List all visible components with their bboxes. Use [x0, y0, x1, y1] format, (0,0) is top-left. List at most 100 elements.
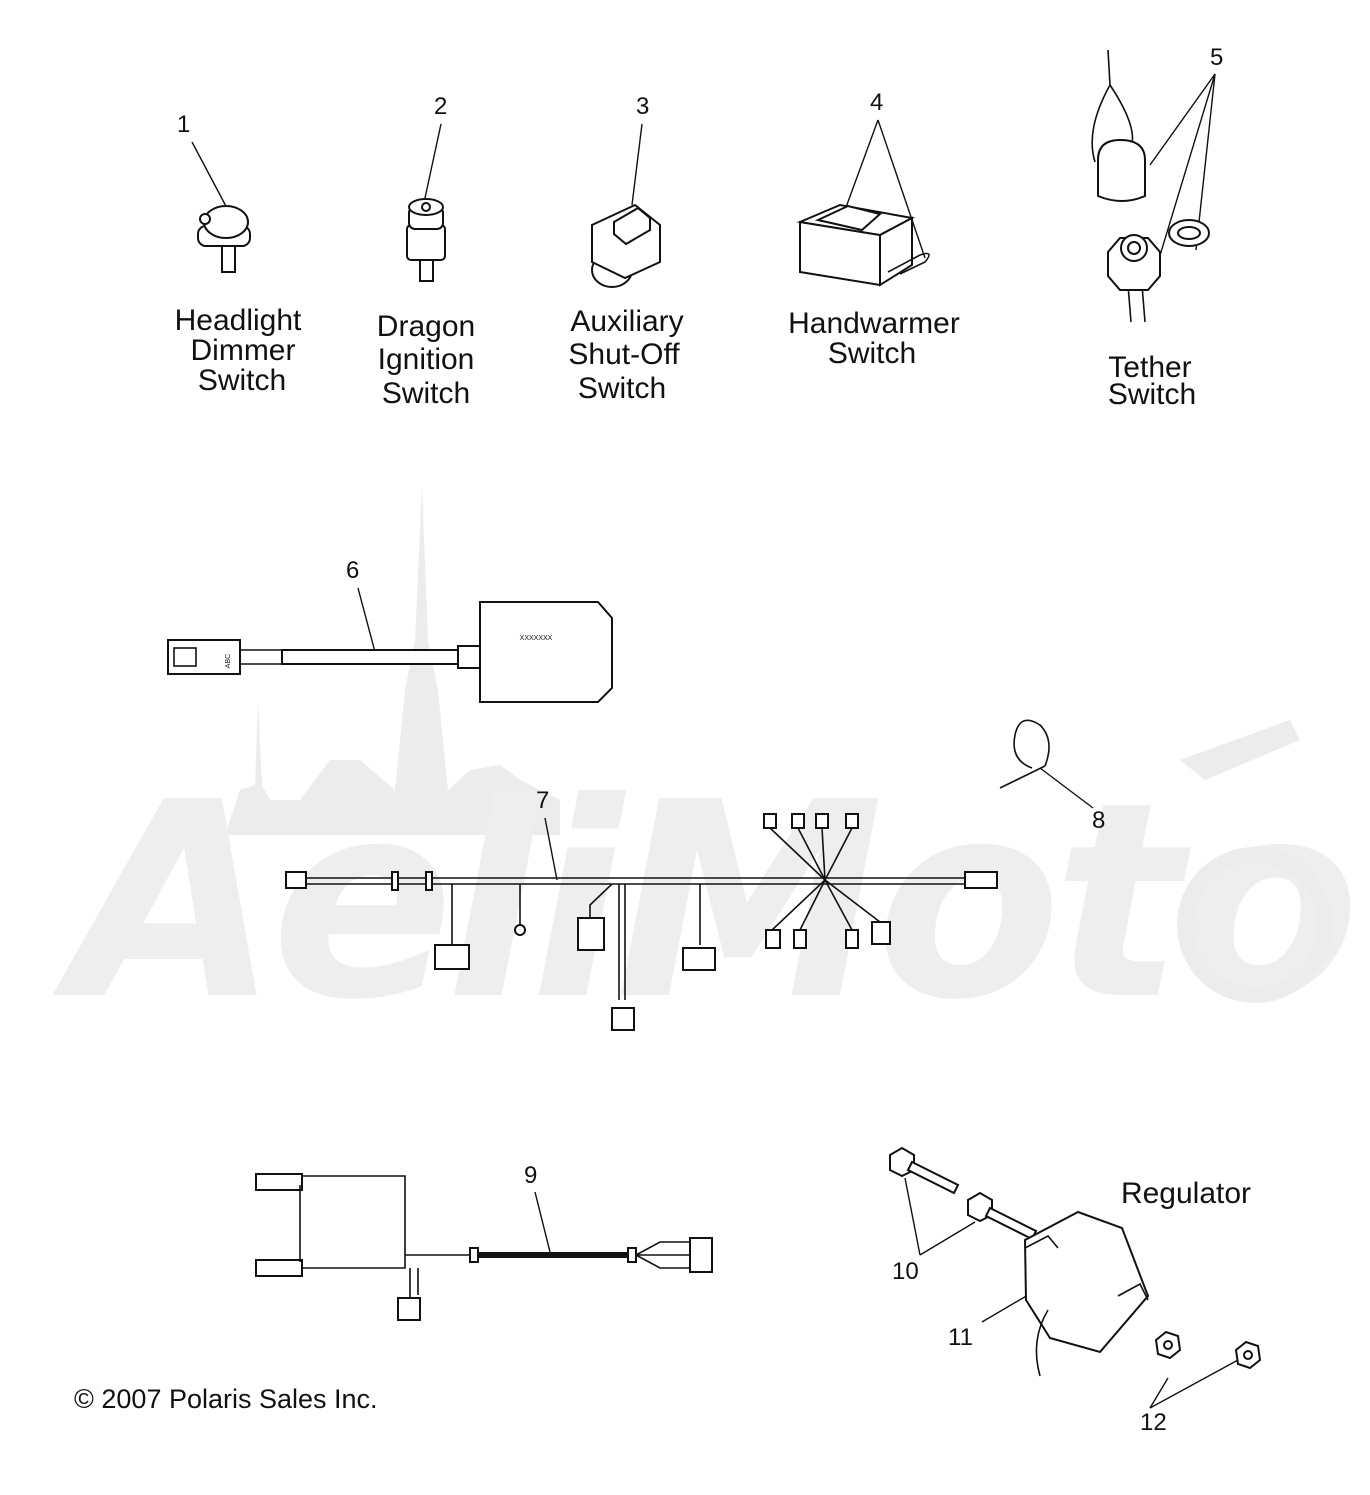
label-1-line-1: Headlight	[175, 304, 302, 337]
part-handwarmer-switch: 4 Handwarmer Switch	[788, 89, 960, 370]
leader-6	[357, 587, 376, 653]
bolt-10a	[889, 1146, 960, 1195]
rocker-side	[879, 216, 913, 287]
label-3-line-1: Auxiliary	[570, 305, 683, 338]
handwarmer-clip	[887, 252, 930, 275]
harness-7-branch-3	[589, 883, 613, 918]
part-harness-9: 9	[255, 1162, 713, 1321]
fan-wire-b4	[824, 879, 881, 923]
regulator-tab-top	[1024, 1234, 1059, 1249]
regulator-body	[1023, 1210, 1150, 1354]
label-regulator: Regulator	[1121, 1177, 1251, 1210]
rocker-paddle	[814, 204, 883, 232]
label-3-line-2: Shut-Off	[568, 338, 680, 371]
leader-10a	[904, 1177, 921, 1256]
fan-connector-t4	[845, 813, 859, 829]
leader-12b	[1149, 1359, 1239, 1409]
leader-3	[631, 123, 643, 206]
fan-connector-b2	[793, 929, 807, 949]
harness-9-loop	[302, 1175, 406, 1269]
fan-wire-t3	[821, 827, 826, 881]
tether-wire-1	[1127, 284, 1132, 323]
harness-6-plug-inner	[173, 647, 197, 667]
label-2-line-1: Dragon	[377, 310, 475, 343]
harness-7-left-plug	[285, 871, 307, 889]
leader-9	[534, 1191, 551, 1253]
label-4-line-1: Handwarmer	[788, 307, 960, 340]
fan-connector-t2	[791, 813, 805, 829]
regulator-wire	[1035, 1309, 1049, 1377]
leader-8	[1039, 767, 1094, 809]
bolt-10b-shank	[984, 1206, 1038, 1241]
fan-wire-b3	[824, 879, 853, 931]
harness-7-fan-bottom	[765, 879, 891, 949]
watermark-skyline	[225, 485, 560, 835]
harness-9-grommet-right	[627, 1247, 637, 1263]
part-headlight-dimmer-switch: 1 Headlight Dimmer Switch	[175, 111, 302, 397]
nut-12b-hole	[1243, 1350, 1253, 1360]
label-3-line-3: Switch	[578, 372, 666, 405]
callout-4: 4	[870, 89, 883, 116]
callout-11: 11	[948, 1324, 973, 1351]
harness-9-end-plug	[689, 1237, 713, 1273]
fan-wire-t4	[824, 827, 853, 881]
leader-4b	[877, 119, 926, 259]
harness-7-right-plug	[964, 871, 998, 889]
dimmer-pin	[199, 213, 211, 225]
label-1-line-2: Dimmer	[191, 334, 296, 367]
tether-wire-2	[1141, 284, 1146, 323]
callout-5: 5	[1210, 44, 1223, 71]
callout-3: 3	[636, 93, 649, 120]
harness-6-connector-text: ABC	[225, 654, 232, 668]
harness-9-fanout	[635, 1241, 690, 1269]
fan-connector-t3	[815, 813, 829, 829]
leader-4a	[844, 119, 879, 211]
watermark-text: AeliMoto	[49, 744, 1352, 1059]
tether-nut-core	[1127, 241, 1141, 255]
copyright: © 2007 Polaris Sales Inc.	[74, 1384, 378, 1414]
part-dragon-ignition-switch: 2 Dragon Ignition Switch	[377, 93, 475, 410]
callout-2: 2	[434, 93, 447, 120]
fan-wire-t2	[797, 827, 826, 881]
callout-10: 10	[892, 1258, 919, 1285]
watermark: AeliMoto	[49, 485, 1360, 1059]
leader-12a	[1149, 1377, 1169, 1409]
leader-2	[424, 123, 442, 199]
tether-cap	[1097, 138, 1146, 202]
leader-7	[544, 817, 558, 881]
harness-9-plug-bottom	[255, 1259, 303, 1277]
module-box	[479, 601, 613, 703]
part-main-harness: 7	[285, 787, 998, 1031]
ignition-body	[406, 224, 446, 261]
part-cable-tie: 8	[999, 719, 1105, 834]
dimmer-cap	[203, 205, 249, 239]
callout-8: 8	[1092, 807, 1105, 834]
part-module-harness: 6 ABC XXXXXXX	[167, 557, 613, 703]
ignition-keyhole	[421, 202, 431, 212]
tether-washer-hole	[1177, 226, 1201, 240]
harness-9-plug-top	[255, 1173, 303, 1191]
harness-7-fan-top	[763, 813, 859, 881]
leader-5b	[1195, 73, 1216, 251]
leader-5a	[1149, 73, 1216, 166]
leader-1	[191, 141, 229, 211]
aux-lever	[613, 206, 651, 246]
harness-7-clip-2	[425, 871, 433, 891]
label-5-line-2: Switch	[1108, 378, 1196, 411]
part-tether-switch: 5 Tether Switch	[1091, 44, 1223, 411]
watermark-handlebar	[1180, 720, 1300, 780]
callout-9: 9	[524, 1162, 537, 1189]
harness-6-plug	[167, 639, 241, 675]
callout-7: 7	[536, 787, 549, 814]
regulator-tab-bottom	[1117, 1282, 1149, 1301]
label-4-line-2: Switch	[828, 337, 916, 370]
fan-wire-b1	[771, 879, 826, 931]
leader-5c	[1157, 73, 1216, 263]
part-auxiliary-shutoff-switch: 3 Auxiliary Shut-Off Switch	[568, 93, 683, 405]
fan-wire-t1	[769, 827, 826, 881]
harness-9-sleeve	[478, 1252, 628, 1258]
leader-10b	[919, 1221, 976, 1256]
fan-connector-b4	[871, 921, 891, 945]
fan-connector-t1	[763, 813, 777, 829]
